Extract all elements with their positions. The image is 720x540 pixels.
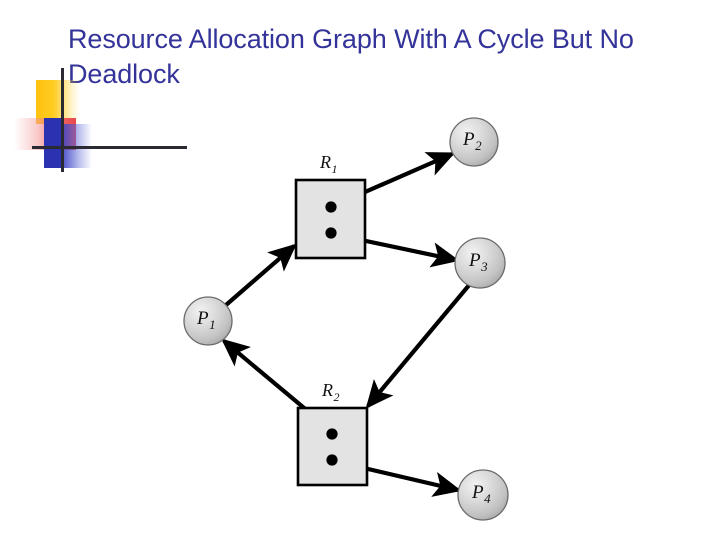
resource-node-R1[interactable] — [294, 178, 367, 260]
process-node-P3[interactable] — [454, 237, 506, 289]
process-node-P1[interactable] — [183, 296, 233, 346]
resource-layer — [294, 178, 369, 487]
page-title: Resource Allocation Graph With A Cycle B… — [68, 24, 642, 89]
logo-yellow-square — [36, 80, 80, 124]
process-node-P2[interactable] — [449, 117, 499, 167]
resource-instance-dot-R1-1 — [325, 201, 337, 213]
node-layer — [183, 117, 509, 521]
logo-blue-accent-bar — [44, 118, 64, 168]
resource-instance-dot-R2-2 — [326, 454, 338, 466]
edge-p1-requests-r1[interactable] — [224, 243, 297, 307]
logo-horizontal-rule — [32, 146, 187, 149]
resource-instance-dot-R2-1 — [326, 428, 338, 440]
resource-instance-dot-R1-2 — [325, 227, 337, 239]
logo-vertical-rule — [61, 68, 64, 172]
process-node-P4[interactable] — [457, 469, 509, 521]
resource-label-R2: R2 — [322, 380, 340, 404]
edge-p3-requests-r2[interactable] — [365, 282, 472, 409]
decorative-design-mark — [14, 68, 194, 172]
resource-node-R2[interactable] — [296, 406, 369, 487]
resource-label-R1: R1 — [320, 152, 338, 176]
